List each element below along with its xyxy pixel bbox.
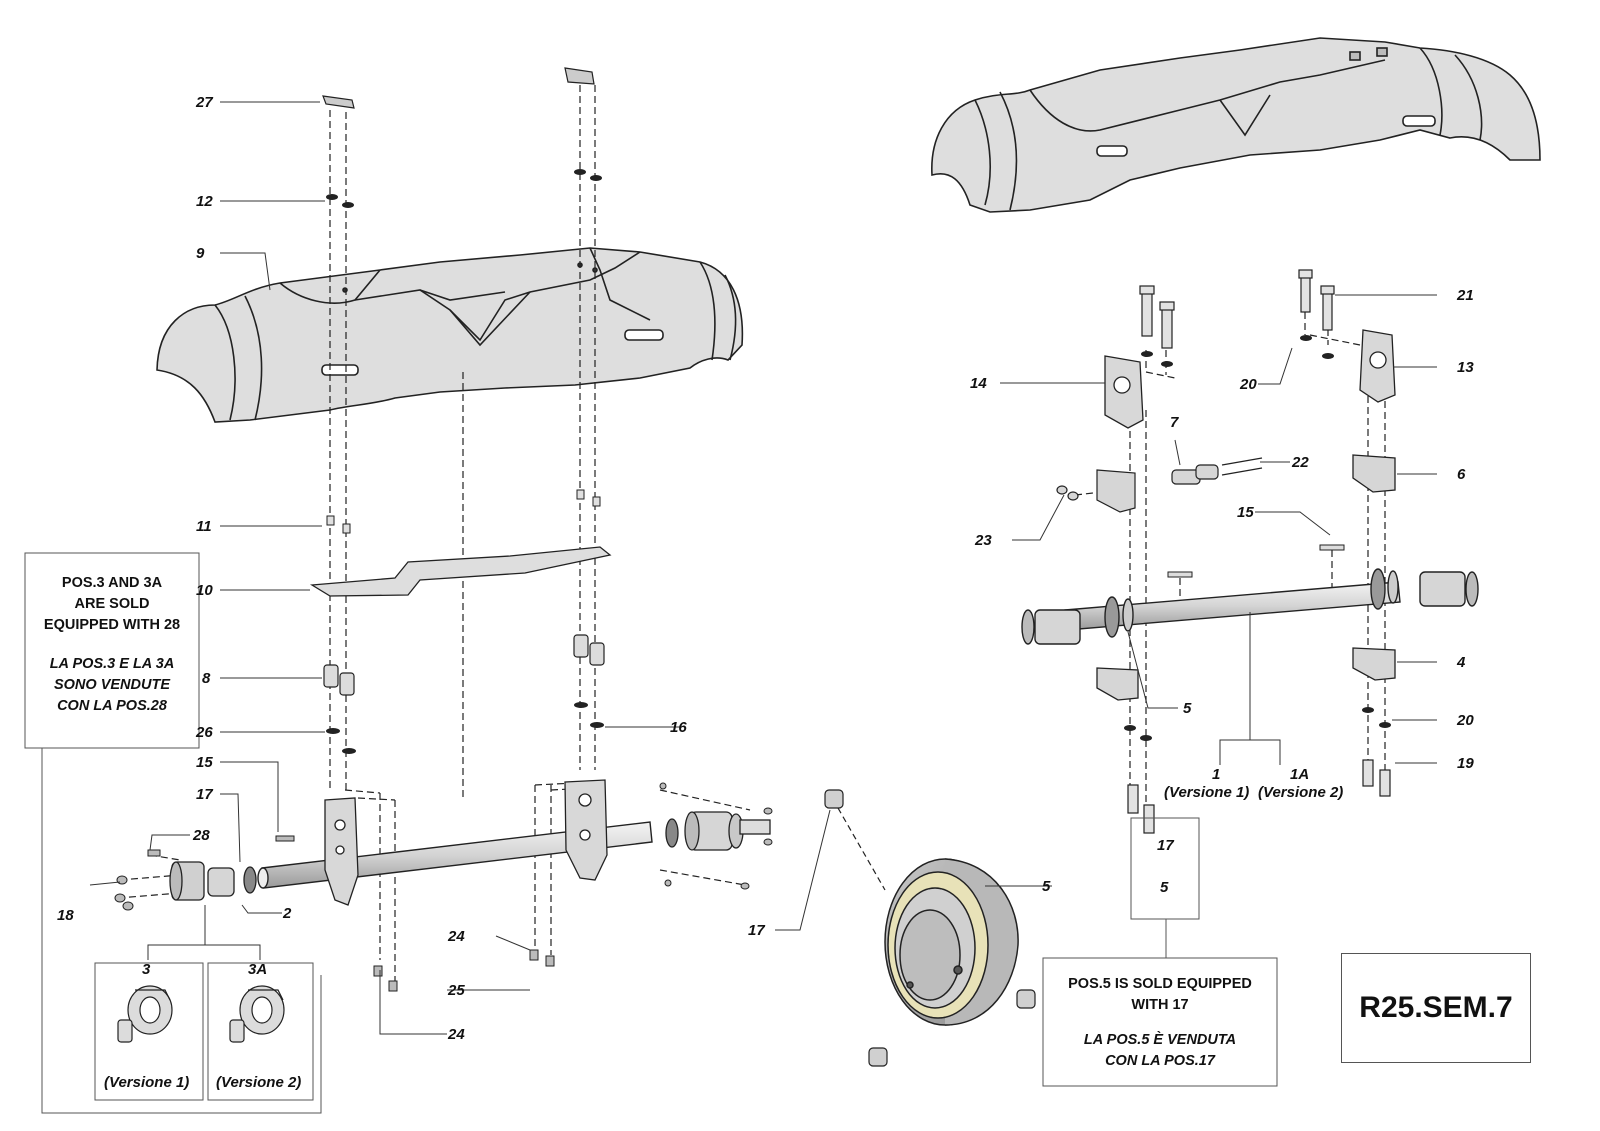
left-bearing-supports	[324, 779, 608, 906]
label-4: 4	[1456, 654, 1466, 671]
body-cover-view-top-right	[931, 37, 1541, 213]
ref-box-top: 17	[1157, 837, 1174, 854]
ref-box-bottom: 5	[1160, 879, 1169, 896]
label-19: 19	[1457, 755, 1474, 772]
note-pos3-it-1: LA POS.3 E LA 3A	[49, 656, 175, 672]
bearing-detail-part-5	[884, 858, 1019, 1026]
keys-part-15-right	[1167, 544, 1345, 578]
part-number-labels: 27 12 9 11 10 8 26 15 17 28 18 2 3 3A 16…	[57, 94, 1474, 1091]
label-5-right: 5	[1183, 700, 1192, 717]
label-15-left: 15	[196, 754, 213, 771]
label-14: 14	[970, 375, 987, 392]
brackets-part-14-13	[1104, 329, 1396, 429]
label-versione-2-right: (Versione 2)	[1258, 784, 1343, 801]
frames	[24, 552, 1278, 1114]
label-1a: 1A	[1290, 766, 1309, 783]
bearing-holders-part-6-4	[1096, 454, 1396, 701]
hub-version-1-image	[117, 985, 173, 1043]
silent-blocks-part-8	[323, 634, 605, 696]
grub-screws-part-17	[824, 789, 1036, 1067]
label-22: 22	[1291, 454, 1309, 471]
note-pos3-it-3: CON LA POS.28	[57, 698, 167, 714]
label-18: 18	[57, 907, 74, 924]
label-15-right: 15	[1237, 504, 1254, 521]
note-pos5-en-2: WITH 17	[1131, 997, 1189, 1013]
label-20-bottom: 20	[1456, 712, 1474, 729]
label-8: 8	[202, 670, 211, 687]
label-3: 3	[142, 961, 151, 978]
label-versione-2-hub: (Versione 2)	[216, 1074, 301, 1091]
label-16: 16	[670, 719, 687, 736]
spacers-part-11	[326, 489, 601, 534]
label-6: 6	[1457, 466, 1466, 483]
label-17-left: 17	[196, 786, 213, 803]
hub-version-2-image	[229, 985, 285, 1043]
left-axle-shaft	[257, 821, 653, 889]
label-24-bottom: 24	[447, 1026, 465, 1043]
note-pos3: POS.3 AND 3A ARE SOLD EQUIPPED WITH 28 L…	[25, 573, 199, 717]
label-28: 28	[192, 827, 210, 844]
note-pos3-en-1: POS.3 AND 3A	[61, 575, 163, 591]
label-10: 10	[196, 582, 213, 599]
body-cover-part-9	[156, 247, 744, 423]
label-12: 12	[196, 193, 213, 210]
label-21: 21	[1456, 287, 1474, 304]
label-24-top: 24	[447, 928, 465, 945]
right-washers	[1124, 335, 1391, 741]
note-pos3-it-2: SONO VENDUTE	[53, 677, 170, 693]
label-versione-1-right: (Versione 1)	[1164, 784, 1249, 801]
note-pos3-en-3: EQUIPPED WITH 28	[43, 617, 181, 633]
note-pos5-en-1: POS.5 IS SOLD EQUIPPED	[1068, 976, 1252, 992]
label-11: 11	[196, 518, 212, 535]
label-27: 27	[195, 94, 213, 111]
clips-part-27	[322, 67, 595, 109]
label-23: 23	[974, 532, 992, 549]
label-20-top: 20	[1239, 376, 1257, 393]
grommets-part-12	[326, 169, 602, 208]
right-bolts	[1127, 269, 1391, 834]
note-pos5: POS.5 IS SOLD EQUIPPED WITH 17 LA POS.5 …	[1043, 974, 1277, 1072]
label-3a: 3A	[248, 961, 267, 978]
label-13: 13	[1457, 359, 1474, 376]
diagram-code-box: R25.SEM.7	[1341, 953, 1531, 1063]
label-2: 2	[282, 905, 292, 922]
label-5-detail: 5	[1042, 878, 1051, 895]
washers-part-26-16	[326, 702, 604, 754]
left-left-hub	[169, 861, 257, 901]
label-1: 1	[1212, 766, 1220, 783]
pin-block-part-7	[1056, 457, 1263, 513]
label-26: 26	[195, 724, 213, 741]
label-25: 25	[447, 982, 465, 999]
left-right-hub	[665, 811, 771, 851]
plate-part-10	[309, 546, 612, 597]
note-pos5-it-1: LA POS.5 È VENDUTA	[1083, 1032, 1237, 1048]
label-17-detail: 17	[748, 922, 765, 939]
small-fasteners-left	[114, 782, 773, 992]
note-pos3-en-2: ARE SOLD	[74, 596, 150, 612]
label-9: 9	[196, 245, 205, 262]
note-pos5-it-2: CON LA POS.17	[1105, 1053, 1215, 1069]
right-axle-shaft	[1021, 568, 1479, 645]
label-versione-1-hub: (Versione 1)	[104, 1074, 189, 1091]
label-7: 7	[1170, 414, 1179, 431]
leader-lines	[89, 101, 1437, 1035]
